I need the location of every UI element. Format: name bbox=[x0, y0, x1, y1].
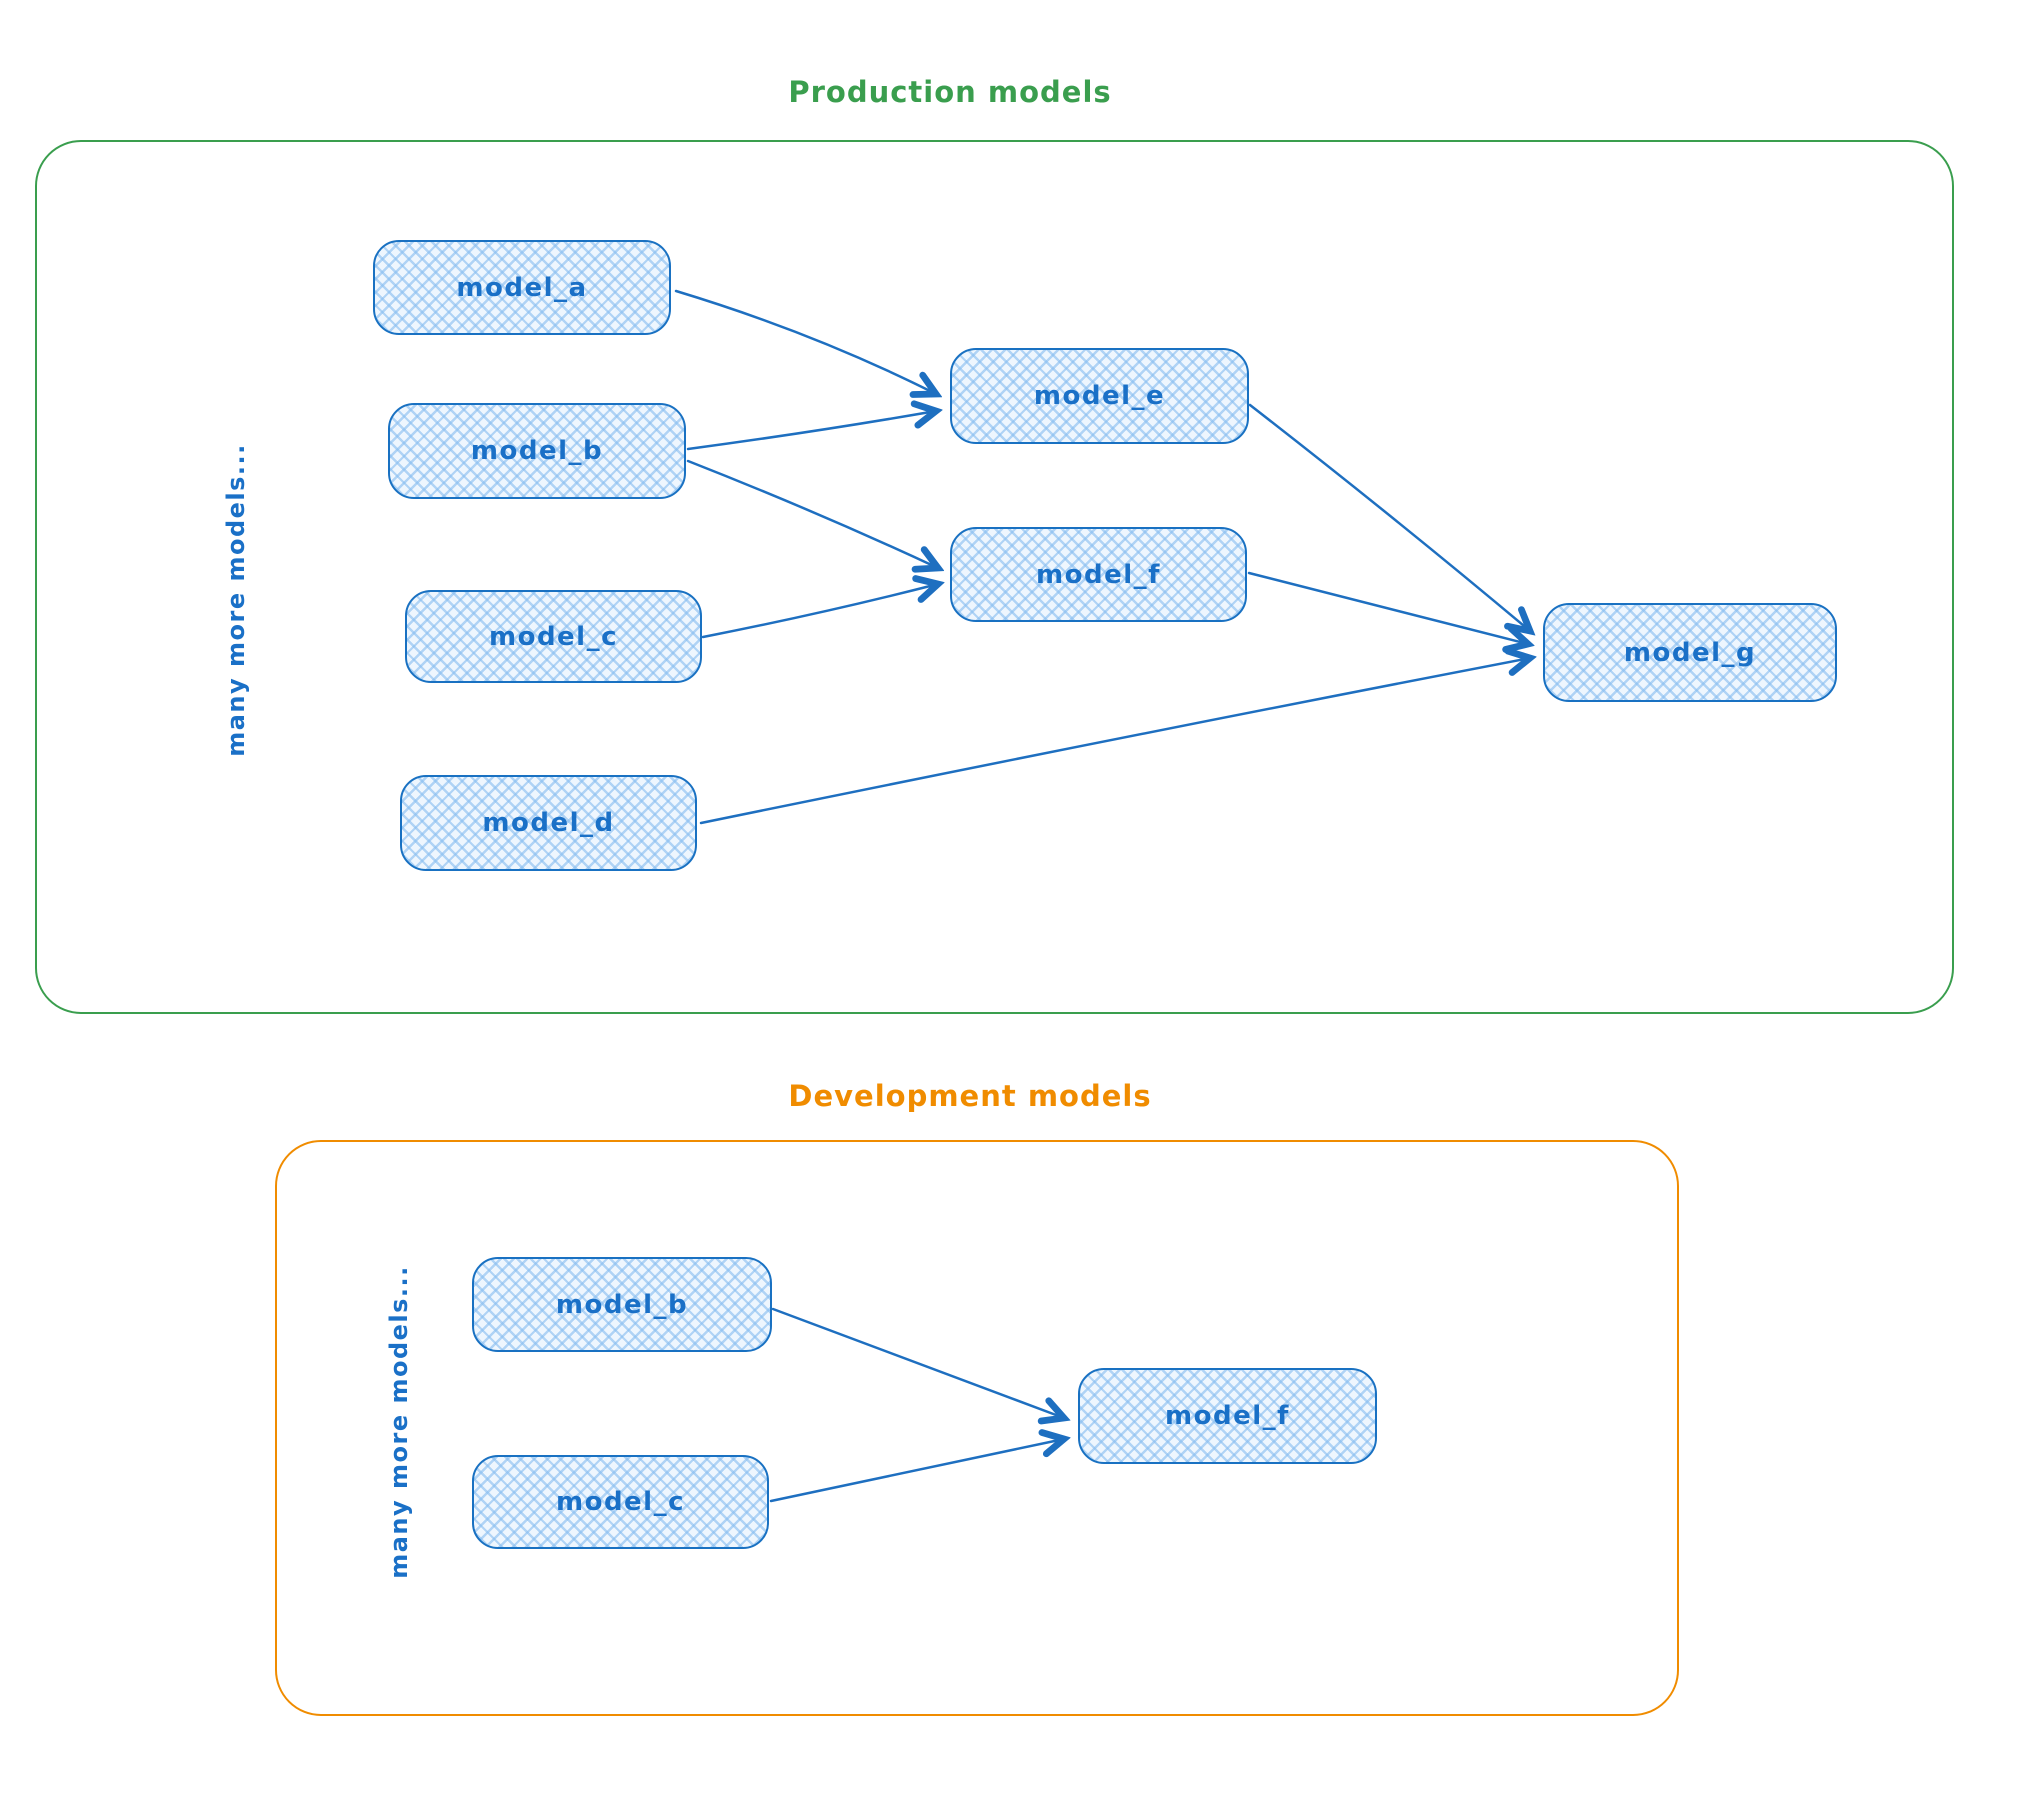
node-development-model_b: model_b bbox=[472, 1257, 772, 1352]
node-label-model_b: model_b bbox=[470, 436, 604, 466]
node-label-model_d: model_d bbox=[482, 808, 615, 838]
node-label-model_g: model_g bbox=[1623, 637, 1757, 668]
node-label-model_c: model_c bbox=[488, 621, 619, 652]
node-label-dev-model_b: model_b bbox=[555, 1289, 689, 1320]
development-side-label: many more models... bbox=[385, 1265, 413, 1579]
node-production-model_d: model_d bbox=[400, 775, 697, 871]
node-production-model_c: model_c bbox=[405, 590, 702, 683]
node-production-model_a: model_a bbox=[373, 240, 671, 335]
production-title: Production models bbox=[788, 75, 1112, 109]
node-label-model_a: model_a bbox=[456, 272, 588, 303]
node-label-model_e: model_e bbox=[1033, 381, 1166, 411]
development-frame bbox=[275, 1140, 1679, 1716]
node-development-model_f: model_f bbox=[1078, 1368, 1377, 1464]
production-frame bbox=[35, 140, 1954, 1014]
node-production-model_e: model_e bbox=[950, 348, 1249, 444]
production-side-label: many more models... bbox=[222, 443, 250, 757]
node-label-model_f: model_f bbox=[1036, 559, 1161, 590]
node-label-dev-model_f: model_f bbox=[1165, 1401, 1290, 1431]
node-production-model_g: model_g bbox=[1543, 603, 1837, 702]
development-title: Development models bbox=[788, 1079, 1152, 1113]
node-label-dev-model_c: model_c bbox=[555, 1487, 686, 1517]
node-development-model_c: model_c bbox=[472, 1455, 769, 1549]
node-production-model_f: model_f bbox=[950, 527, 1247, 622]
node-production-model_b: model_b bbox=[388, 403, 686, 499]
